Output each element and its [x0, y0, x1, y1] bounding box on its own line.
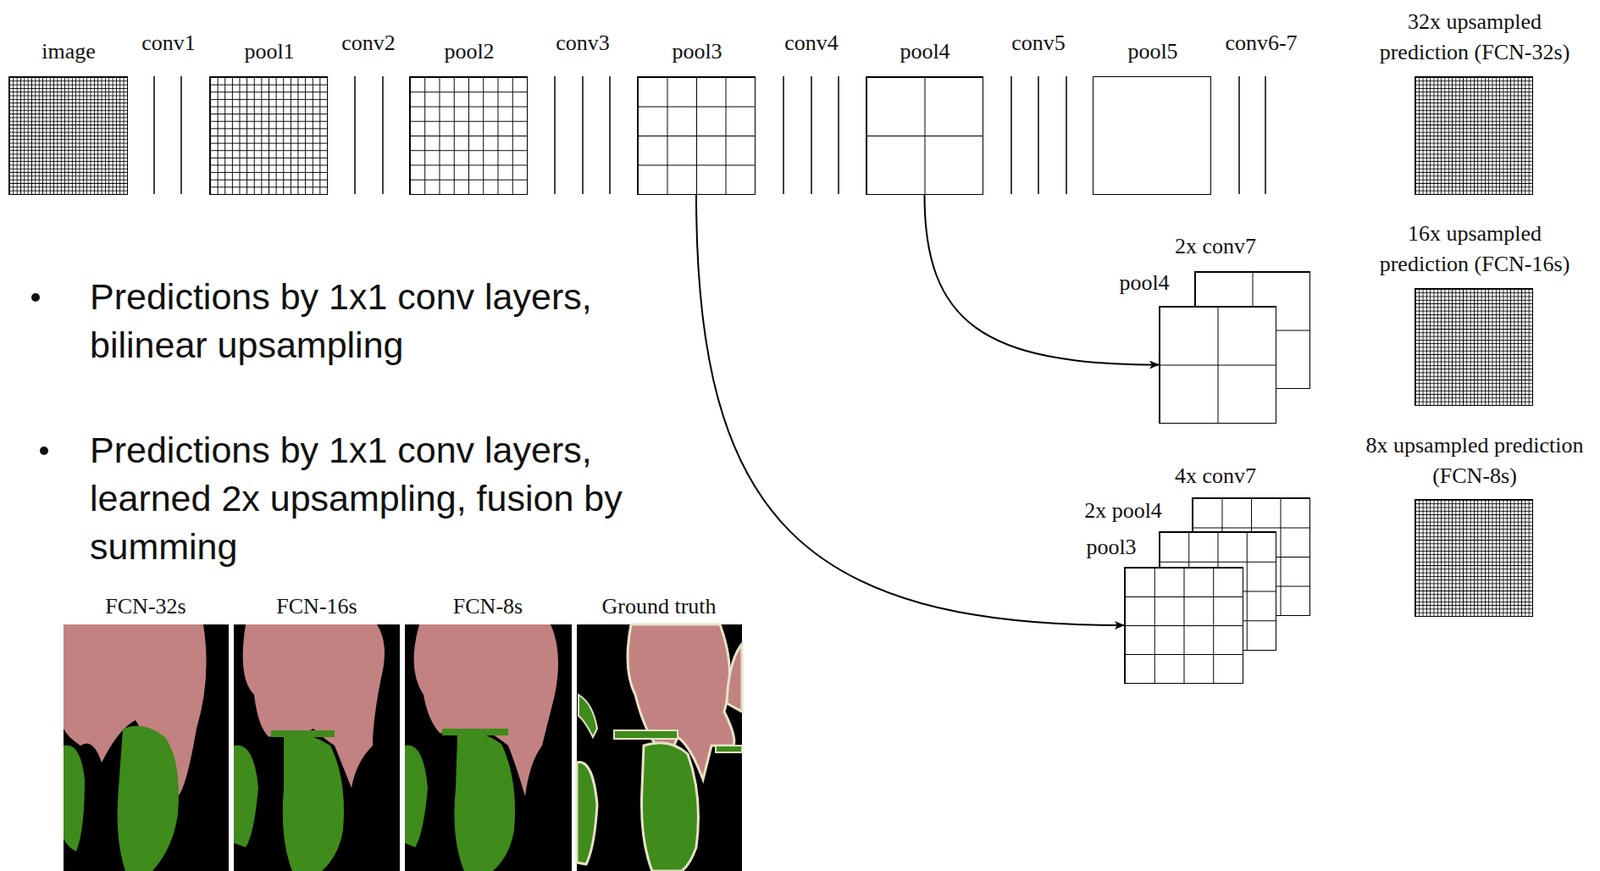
layer-label: Ground truth	[601, 593, 716, 620]
layer-label: pool2	[443, 38, 494, 65]
prediction-grid: 8x upsampled prediction (FCN-8s)	[1414, 498, 1534, 617]
segmentation-image: FCN-32s	[63, 624, 229, 871]
prediction-grid: 16x upsampled prediction (FCN-16s)	[1414, 287, 1534, 406]
image-grid: image	[8, 76, 128, 195]
feature-map: pool3	[1123, 566, 1244, 684]
layer-label: conv3	[555, 30, 610, 56]
layer-label: FCN-32s	[105, 593, 186, 620]
bullet-dots	[31, 293, 49, 455]
bullet-text: Predictions by 1x1 conv layers, bilinear…	[89, 272, 666, 370]
layer-label: conv1	[141, 30, 196, 56]
pool-grid: pool5	[1092, 76, 1212, 195]
layer-label: 16x upsampled prediction (FCN-16s)	[1360, 218, 1589, 280]
layer-label: conv2	[341, 30, 396, 56]
layer-label: conv5	[1011, 30, 1066, 56]
segmentation-image: FCN-16s	[233, 624, 400, 871]
layer-label: pool1	[243, 38, 294, 65]
layer-label: pool3	[671, 38, 722, 65]
pool-grid: pool4	[865, 76, 984, 195]
layer-label: 4x conv7	[1174, 463, 1257, 489]
bullet-text: Predictions by 1x1 conv layers, learned …	[89, 426, 666, 571]
layer-label: 2x pool4	[1084, 498, 1163, 524]
layer-label: 8x upsampled prediction (FCN-8s)	[1360, 430, 1589, 492]
feature-map: pool4	[1158, 305, 1277, 424]
layer-label: pool4	[899, 38, 950, 65]
layer-label: 32x upsampled prediction (FCN-32s)	[1360, 6, 1589, 68]
segmentation-results	[63, 624, 742, 871]
pool-grid: pool3	[636, 76, 756, 195]
segmentation-image: FCN-8s	[404, 624, 572, 871]
segmentation-image: Ground truth	[576, 624, 742, 871]
layer-label: FCN-16s	[276, 593, 357, 620]
layer-label: pool5	[1127, 38, 1178, 65]
prediction-grid: 32x upsampled prediction (FCN-32s)	[1414, 76, 1534, 195]
pool-grid: pool2	[409, 76, 528, 195]
layer-label: pool4	[1118, 270, 1169, 296]
skip-connection-arrow	[696, 194, 1124, 626]
layer-label: conv4	[784, 30, 839, 56]
conv-layers	[154, 76, 1266, 194]
layer-label: pool3	[1085, 534, 1136, 560]
layer-label: conv6-7	[1224, 30, 1297, 56]
layer-label: FCN-8s	[453, 593, 523, 620]
layer-label: image	[41, 38, 96, 65]
layer-label: 2x conv7	[1174, 233, 1257, 260]
pool-grid: pool1	[209, 76, 328, 195]
